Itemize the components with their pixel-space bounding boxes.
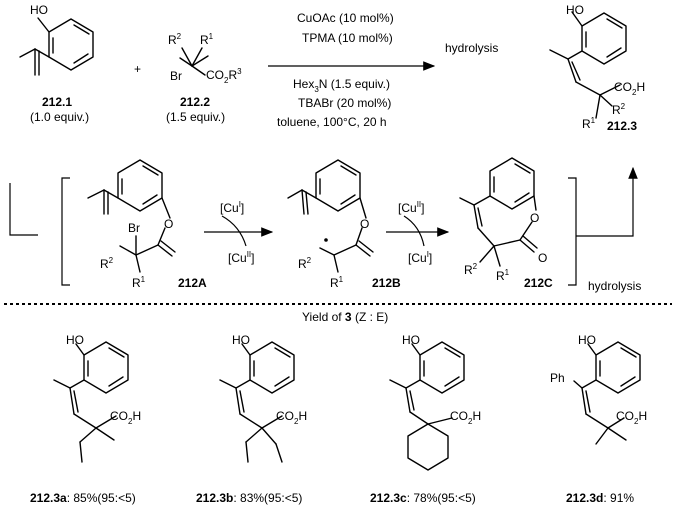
curly-arrow-2 bbox=[403, 215, 425, 247]
id-212-3a: 212.3a bbox=[30, 491, 67, 505]
br-label: Br bbox=[170, 69, 182, 83]
r1-label: R1 bbox=[132, 275, 146, 290]
co2h-label: CO2H bbox=[614, 80, 645, 97]
label-212C: 212C bbox=[524, 276, 553, 290]
ho-label: HO bbox=[30, 3, 48, 17]
product-212-3d: HO Ph CO2H 212.3d: 91% bbox=[550, 333, 647, 505]
r1-label: R1 bbox=[330, 275, 344, 290]
curly-arrow-1 bbox=[221, 215, 247, 247]
r2-label: R2 bbox=[168, 32, 182, 47]
compound-id-212-3: 212.3 bbox=[607, 119, 637, 133]
cond-tpma: TPMA (10 mol%) bbox=[302, 31, 393, 45]
yield-header-suffix: (Z : E) bbox=[352, 310, 389, 324]
bracket-close bbox=[568, 177, 577, 286]
o-label: O bbox=[360, 217, 369, 231]
intermediate-212B: O R2 R1 212B bbox=[287, 159, 401, 290]
co2h-label: CO2H bbox=[450, 409, 481, 426]
value-212-3b: : 83%(95:<5) bbox=[233, 491, 302, 505]
ho-label: HO bbox=[402, 333, 420, 347]
ph-label: Ph bbox=[550, 371, 565, 385]
value-212-3d: : 91% bbox=[603, 491, 634, 505]
product-212-3: HO CO2H R2 R1 212.3 bbox=[549, 3, 645, 133]
o-label: O bbox=[530, 211, 539, 225]
o-label: O bbox=[538, 251, 547, 265]
co2h-label: CO2H bbox=[276, 409, 307, 426]
product-212-3a: HO CO2H 212.3a: 85%(95:<5) bbox=[30, 333, 141, 505]
radical-dot bbox=[324, 238, 328, 242]
ho-label: HO bbox=[566, 3, 584, 17]
r2-label: R2 bbox=[298, 256, 312, 271]
cond-cuoac: CuOAc (10 mol%) bbox=[297, 11, 394, 25]
r2-label: R2 bbox=[100, 256, 114, 271]
cu1-label-1: [CuI] bbox=[220, 200, 244, 215]
cu1-label-2: [CuI] bbox=[408, 250, 432, 265]
cond-hex3n: Hex3N (1.5 equiv.) bbox=[293, 77, 390, 94]
cu2-label-2: [CuII] bbox=[398, 200, 424, 215]
yield-header-prefix: Yield of bbox=[302, 310, 345, 324]
id-212-3d: 212.3d bbox=[566, 491, 603, 505]
equiv-212-2: (1.5 equiv.) bbox=[166, 110, 225, 124]
yield-212-3d: 212.3d: 91% bbox=[566, 491, 634, 505]
value-212-3a: : 85%(95:<5) bbox=[67, 491, 136, 505]
label-212B: 212B bbox=[372, 276, 401, 290]
r2-label: R2 bbox=[464, 262, 478, 277]
label-212A: 212A bbox=[178, 276, 207, 290]
yield-212-3c: 212.3c: 78%(95:<5) bbox=[370, 491, 476, 505]
cond-tbabr: TBABr (20 mol%) bbox=[298, 96, 391, 110]
r1-label: R1 bbox=[582, 116, 596, 131]
connector-right-arrow bbox=[576, 166, 638, 237]
o-label: O bbox=[164, 217, 173, 231]
intermediate-212C: O O R2 R1 212C bbox=[459, 157, 553, 290]
yield-header: Yield of 3 (Z : E) bbox=[302, 310, 388, 324]
co2h-label: CO2H bbox=[616, 409, 647, 426]
mech-hydrolysis: hydrolysis bbox=[588, 279, 641, 293]
connector-left bbox=[9, 183, 38, 236]
reactant-212-2: Br R2 R1 CO2R3 212.2 (1.5 equiv.) bbox=[166, 32, 242, 124]
reactant-212-1: HO 212.1 (1.0 equiv.) bbox=[19, 3, 94, 124]
cond-toluene: toluene, 100°C, 20 h bbox=[277, 115, 387, 129]
compound-id-212-1: 212.1 bbox=[42, 95, 72, 109]
r1-label: R1 bbox=[496, 268, 510, 283]
ho-label: HO bbox=[232, 333, 250, 347]
r1-label: R1 bbox=[200, 32, 214, 47]
id-212-3c: 212.3c bbox=[370, 491, 407, 505]
step2-hydrolysis: hydrolysis bbox=[445, 41, 498, 55]
ho-label: HO bbox=[66, 333, 84, 347]
value-212-3c: : 78%(95:<5) bbox=[407, 491, 476, 505]
cu2-label-1: [CuII] bbox=[228, 250, 254, 265]
br-label: Br bbox=[128, 221, 140, 235]
product-212-3b: HO CO2H 212.3b: 83%(95:<5) bbox=[196, 333, 307, 505]
bracket-open bbox=[61, 177, 70, 286]
compound-id-212-2: 212.2 bbox=[180, 95, 210, 109]
ho-label: HO bbox=[578, 333, 596, 347]
yield-212-3b: 212.3b: 83%(95:<5) bbox=[196, 491, 302, 505]
r2-label: R2 bbox=[612, 102, 626, 117]
co2r3-label: CO2R3 bbox=[206, 67, 242, 85]
yield-header-bold: 3 bbox=[345, 310, 352, 324]
id-212-3b: 212.3b bbox=[196, 491, 233, 505]
product-212-3c: HO CO2H 212.3c: 78%(95:<5) bbox=[370, 333, 481, 505]
plus-sign: + bbox=[134, 62, 141, 76]
equiv-212-1: (1.0 equiv.) bbox=[30, 110, 89, 124]
yield-212-3a: 212.3a: 85%(95:<5) bbox=[30, 491, 136, 505]
intermediate-212A: O Br R2 R1 212A bbox=[87, 159, 207, 290]
co2h-label: CO2H bbox=[110, 409, 141, 426]
